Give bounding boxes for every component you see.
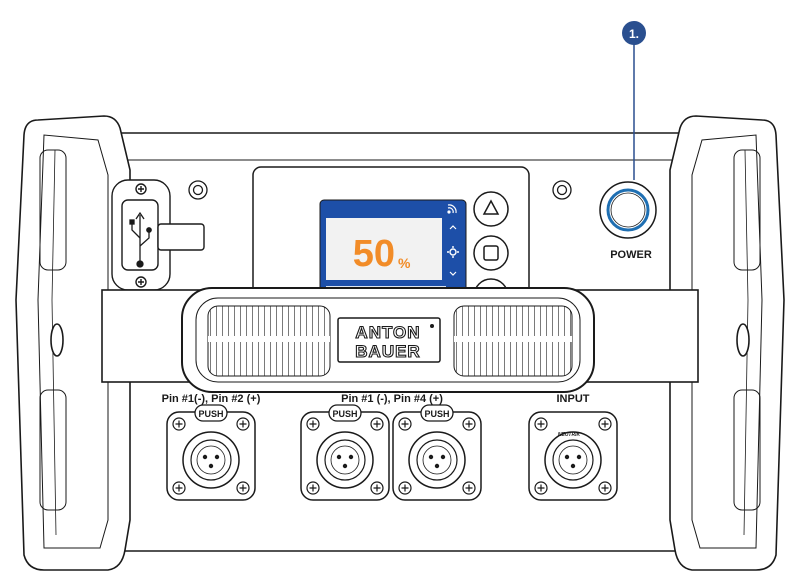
push-label: PUSH <box>198 409 223 419</box>
callout-number: 1. <box>629 27 639 41</box>
brand-logo: ANTON BAUER <box>337 317 441 363</box>
triangle-button-icon <box>482 199 500 215</box>
input-label: INPUT <box>557 393 590 405</box>
screw-top-left <box>188 180 208 200</box>
xlr-connector-2[interactable]: PUSH <box>300 404 390 501</box>
square-button[interactable] <box>473 235 509 271</box>
square-button-icon <box>483 245 499 261</box>
chevron-up-icon <box>449 225 457 230</box>
power-label: POWER <box>610 249 652 261</box>
lcd-display: 50 % <box>319 199 467 299</box>
group-b-label: Pin #1 (-), Pin #4 (+) <box>341 393 443 405</box>
push-tab[interactable]: PUSH <box>328 404 362 422</box>
brand-line-2: BAUER <box>355 342 420 361</box>
neutrik-label: NEUTRIK <box>558 432 581 438</box>
charge-percentage-unit: % <box>398 255 411 271</box>
connectors: PUSH PUSH PUSH NEUTRIK <box>166 404 618 501</box>
xlr-connector-1[interactable]: PUSH <box>166 404 256 501</box>
charge-percentage-value: 50 <box>353 233 395 275</box>
triangle-button[interactable] <box>473 191 509 227</box>
right-bumper <box>669 115 785 571</box>
power-button[interactable] <box>599 181 657 239</box>
push-label: PUSH <box>332 409 357 419</box>
chevron-down-icon <box>449 271 457 276</box>
push-label: PUSH <box>424 409 449 419</box>
input-connector[interactable]: NEUTRIK <box>528 411 618 501</box>
usb-port <box>111 179 205 291</box>
push-tab[interactable]: PUSH <box>420 404 454 422</box>
callout-1: 1. <box>622 21 646 180</box>
push-tab[interactable]: PUSH <box>194 404 228 422</box>
wifi-icon <box>447 204 457 214</box>
left-bumper <box>15 115 131 571</box>
screw-top-mid <box>552 180 572 200</box>
xlr-connector-3[interactable]: PUSH <box>392 404 482 501</box>
gear-icon <box>447 246 459 258</box>
brand-line-1: ANTON <box>355 323 420 342</box>
usb-icon <box>129 211 152 268</box>
group-a-label: Pin #1(-), Pin #2 (+) <box>162 393 261 405</box>
